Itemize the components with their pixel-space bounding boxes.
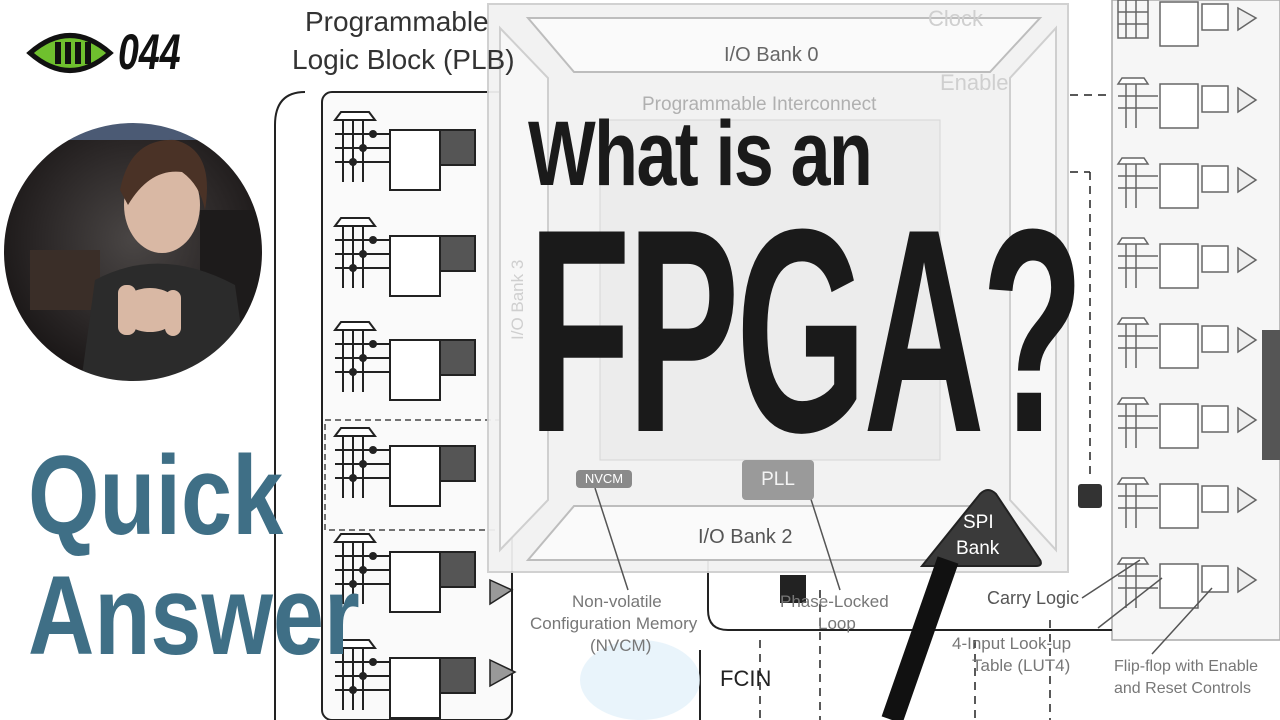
plb-bracket	[274, 91, 306, 720]
plb-label-line2: Logic Block (PLB)	[292, 44, 515, 75]
fcin-label: FCIN	[720, 666, 772, 691]
pll-desc-line1: Phase-Locked	[780, 592, 889, 611]
pll-badge: PLL	[742, 460, 814, 500]
ff-label-line1: Flip-flop with Enable	[1114, 658, 1259, 675]
pll-desc-line2: Loop	[818, 614, 856, 633]
pointer-arrow	[881, 556, 959, 720]
nvcm-desc-line2: Configuration Memory	[530, 614, 698, 633]
nvcm-desc-line3: (NVCM)	[590, 636, 652, 655]
episode-number: 044	[118, 24, 181, 80]
spi-bank-shape	[919, 489, 1042, 567]
plb-cells	[333, 111, 517, 719]
title-line1: What is an	[528, 103, 873, 205]
ff-label-line2: and Reset Controls	[1114, 680, 1251, 697]
nvcm-desc-line1: Non-volatile	[572, 592, 662, 611]
io-bank-3-label: I/O Bank 3	[508, 259, 527, 340]
clock-label: Clock	[928, 6, 984, 31]
lut-label-line1: 4-Input Look-up	[952, 634, 1072, 653]
subtitle-line1: Quick	[28, 433, 284, 558]
title-line2: FPGA?	[528, 169, 1084, 493]
io-bank-0-label: I/O Bank 0	[724, 44, 819, 66]
lut-cells-right	[1111, 0, 1280, 641]
carry-logic-label: Carry Logic	[987, 588, 1080, 608]
interconnect-label: Programmable Interconnect	[642, 94, 877, 115]
lemon-bars-icon	[26, 33, 114, 73]
plb-label-line1: Programmable	[305, 6, 489, 37]
spi-label-line1: SPI	[963, 512, 994, 533]
nvcm-badge: NVCM	[576, 470, 632, 488]
routing-lines	[759, 94, 1112, 720]
lut-label-line2: Table (LUT4)	[972, 656, 1071, 675]
io-bank-2-label: I/O Bank 2	[698, 526, 793, 548]
spi-label-line2: Bank	[956, 538, 1000, 559]
enable-label: Enable	[940, 70, 1009, 95]
webcam-frame	[1, 120, 265, 384]
subtitle-line2: Answer	[28, 553, 360, 678]
